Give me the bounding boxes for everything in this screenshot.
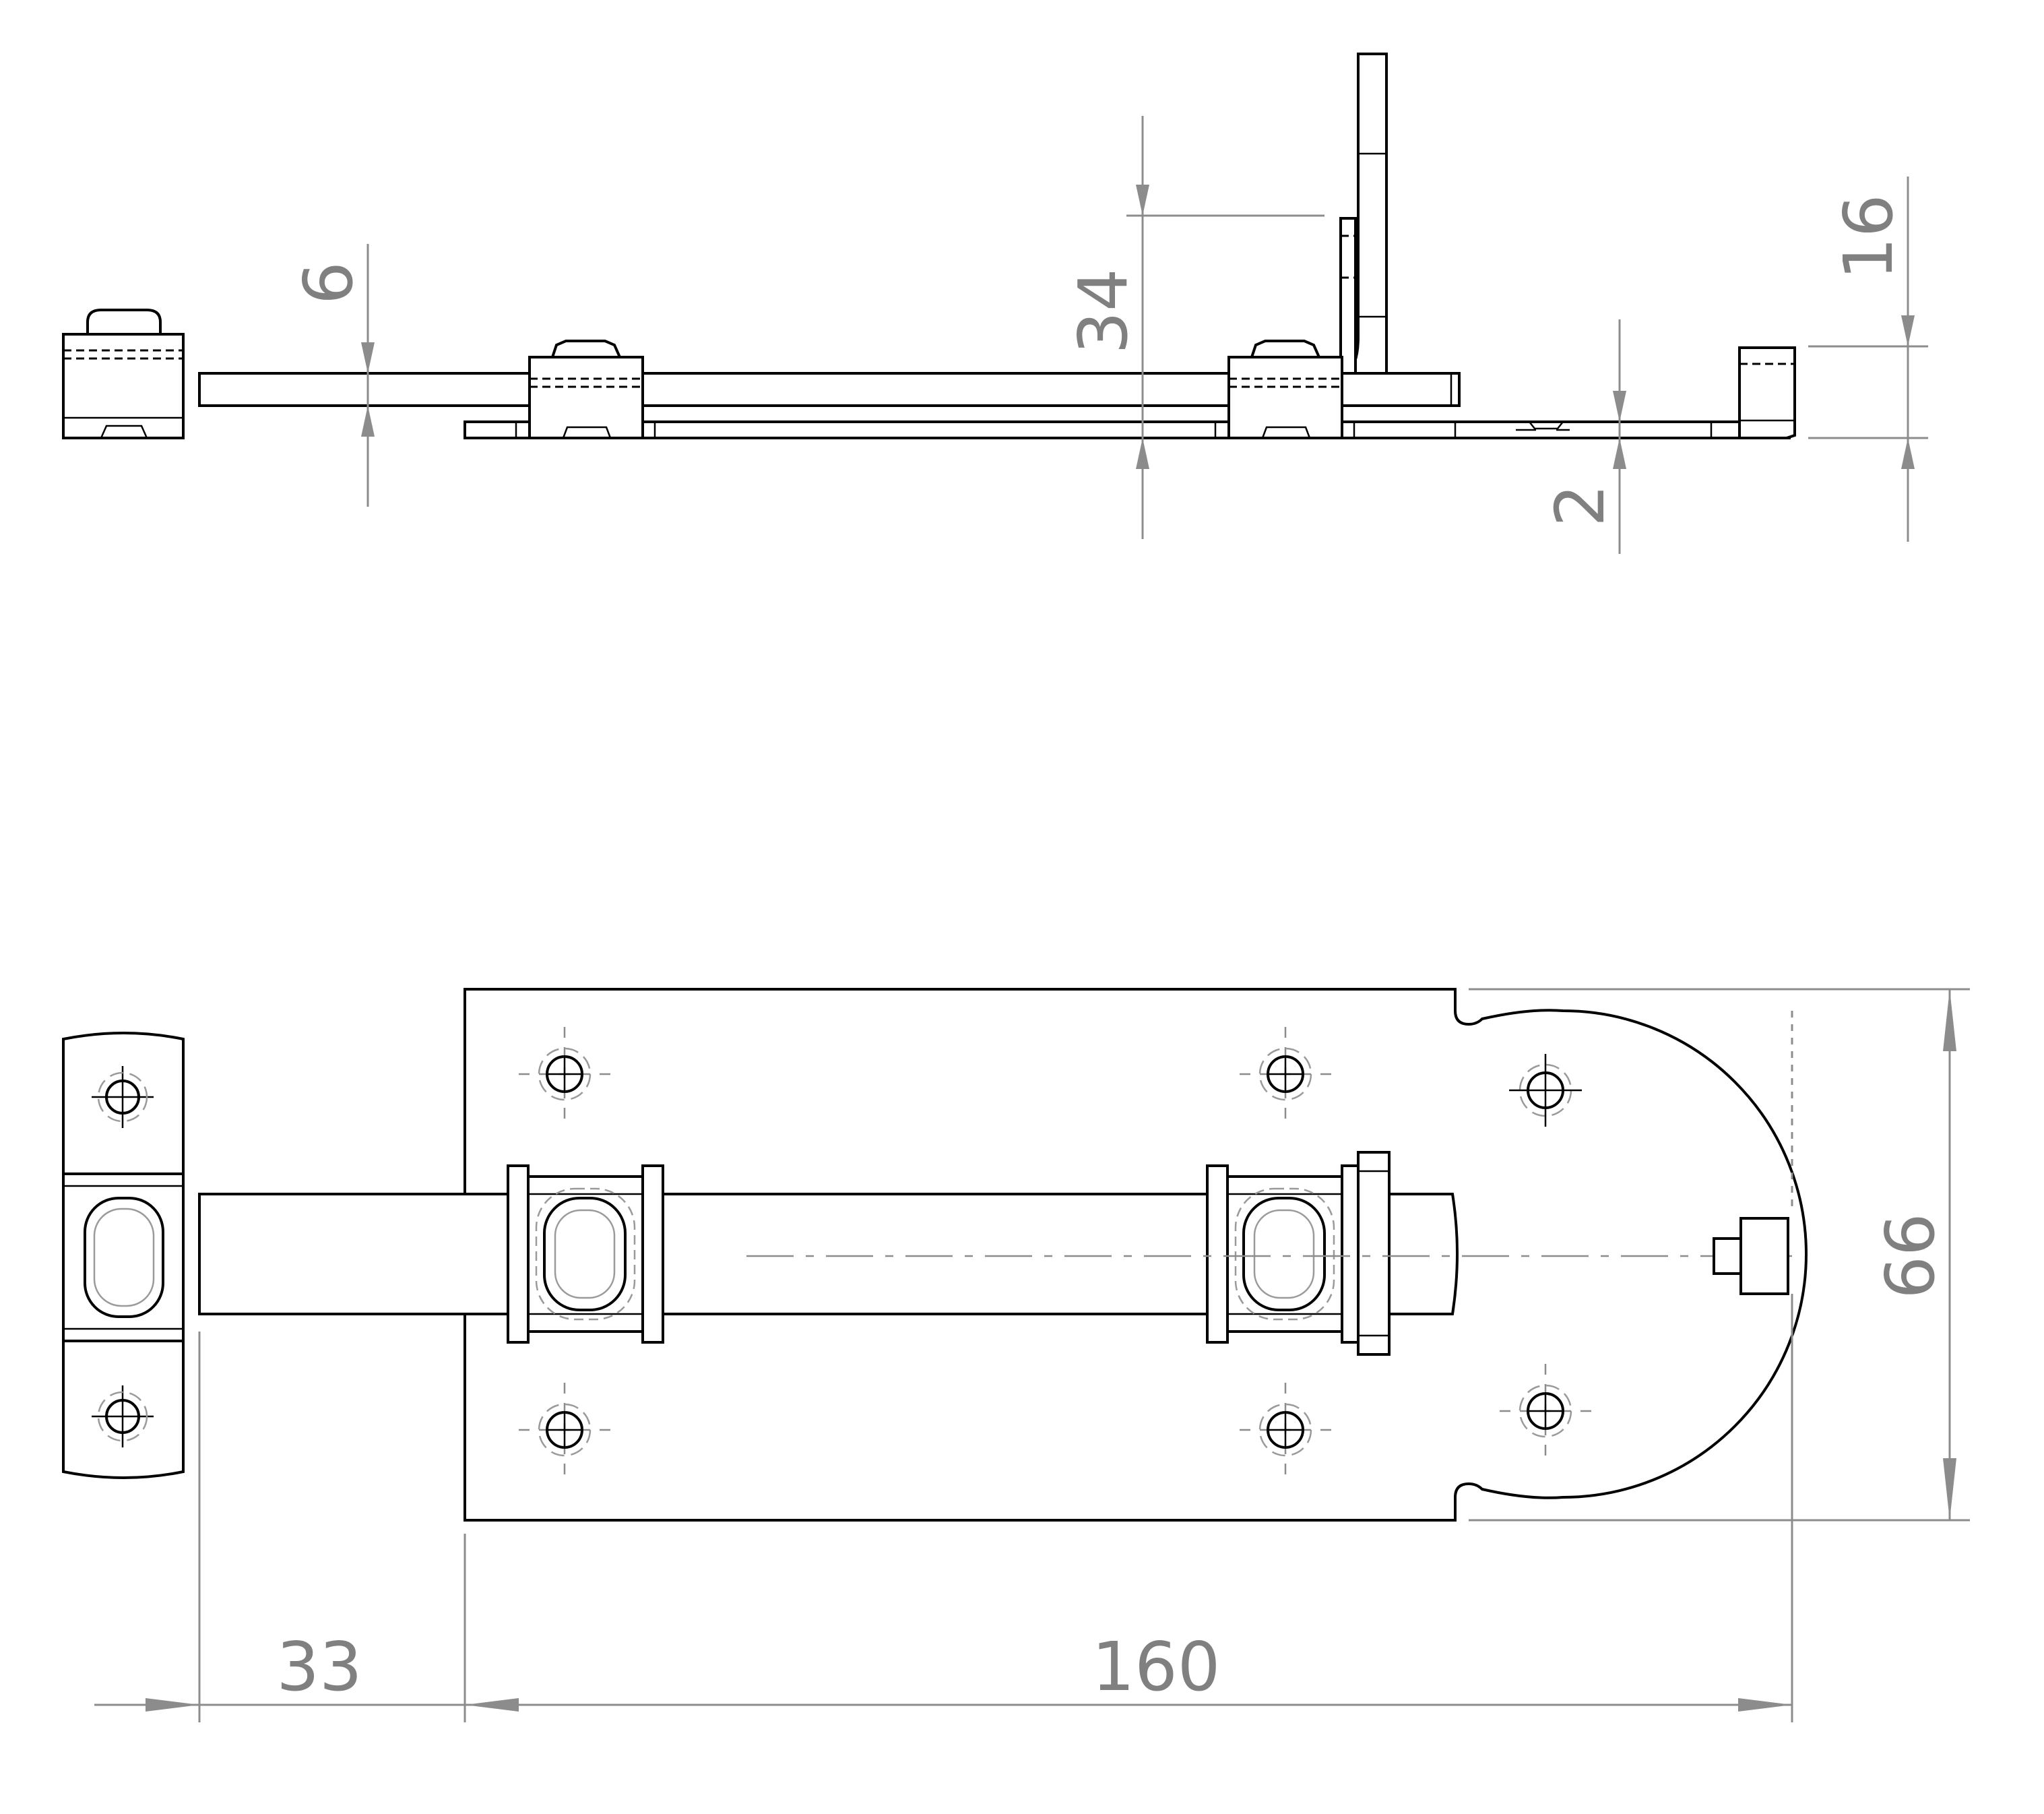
front-keeper bbox=[62, 1032, 185, 1479]
dim-height-34: 34 bbox=[1064, 116, 1324, 539]
dim-plate-width: 66 bbox=[1469, 988, 1970, 1522]
side-keeper bbox=[62, 309, 185, 439]
dim-plate-length: 160 bbox=[465, 1627, 1792, 1712]
dim-34-label: 34 bbox=[1064, 268, 1143, 354]
side-guide-left bbox=[515, 340, 656, 439]
screw-hole-2 bbox=[1240, 1027, 1331, 1121]
dim-hook-height: 16 bbox=[1808, 177, 1928, 542]
dim-2-label: 2 bbox=[1541, 484, 1620, 527]
screw-hole-1 bbox=[519, 1027, 610, 1121]
side-guide-right bbox=[1214, 340, 1355, 439]
dim-33-label: 33 bbox=[276, 1627, 362, 1706]
dim-66-label: 66 bbox=[1871, 1213, 1950, 1299]
dim-160-label: 160 bbox=[1092, 1627, 1221, 1706]
screw-hole-6 bbox=[1500, 1364, 1591, 1458]
screw-hole-5 bbox=[1240, 1383, 1331, 1477]
dim-bolt-thickness: 6 bbox=[289, 244, 375, 507]
dim-16-label: 16 bbox=[1829, 194, 1908, 280]
dim-6-label: 6 bbox=[289, 261, 368, 305]
front-guide-right bbox=[1206, 1164, 1360, 1344]
front-guide-left bbox=[507, 1164, 664, 1344]
screw-hole-3 bbox=[1509, 1054, 1582, 1127]
front-bolt-tip bbox=[1713, 1217, 1789, 1295]
side-view: 6 34 2 16 bbox=[62, 53, 1928, 554]
dim-keeper-offset: 33 bbox=[94, 1627, 519, 1712]
side-handle bbox=[1339, 53, 1388, 375]
screw-hole-4 bbox=[519, 1383, 610, 1477]
dim-plate-thickness: 2 bbox=[1541, 319, 1626, 554]
side-base-plate bbox=[464, 420, 1791, 439]
front-view: 66 33 160 bbox=[62, 988, 1970, 1722]
front-handle bbox=[1357, 1151, 1391, 1356]
